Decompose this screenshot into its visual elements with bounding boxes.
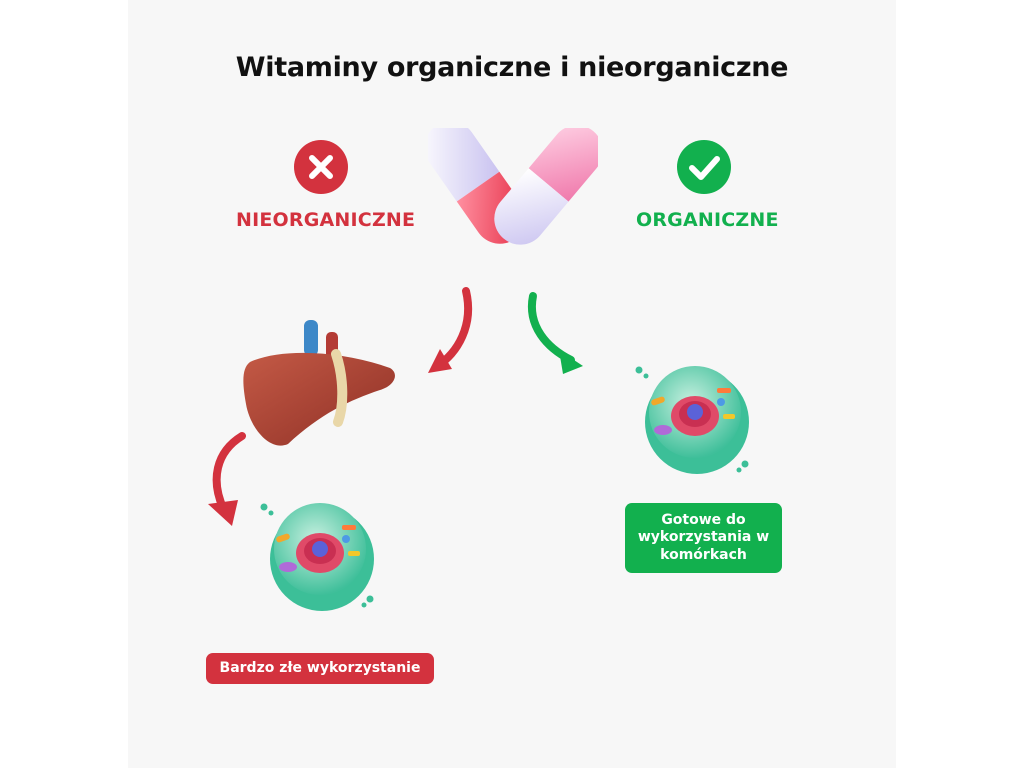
badge-poor-utilization: Bardzo złe wykorzystanie — [206, 653, 434, 684]
check-icon — [677, 140, 731, 194]
capsule-icon — [428, 128, 598, 245]
liver-icon — [243, 320, 395, 446]
label-inorganic: NIEORGANICZNE — [236, 209, 416, 231]
cell-icon — [260, 503, 374, 611]
arrow-to-cell-lower — [208, 432, 246, 526]
diagram-panel: Witaminy organiczne i nieorganiczne NIEO… — [128, 0, 896, 768]
arrow-to-cell — [527, 292, 583, 374]
page-title: Witaminy organiczne i nieorganiczne — [235, 52, 789, 83]
badge-ready-for-cells: Gotowe do wykorzystania w komórkach — [625, 503, 782, 573]
x-icon — [294, 140, 348, 194]
label-organic: ORGANICZNE — [636, 209, 779, 231]
arrow-to-liver — [428, 287, 473, 373]
cell-icon — [635, 366, 749, 474]
